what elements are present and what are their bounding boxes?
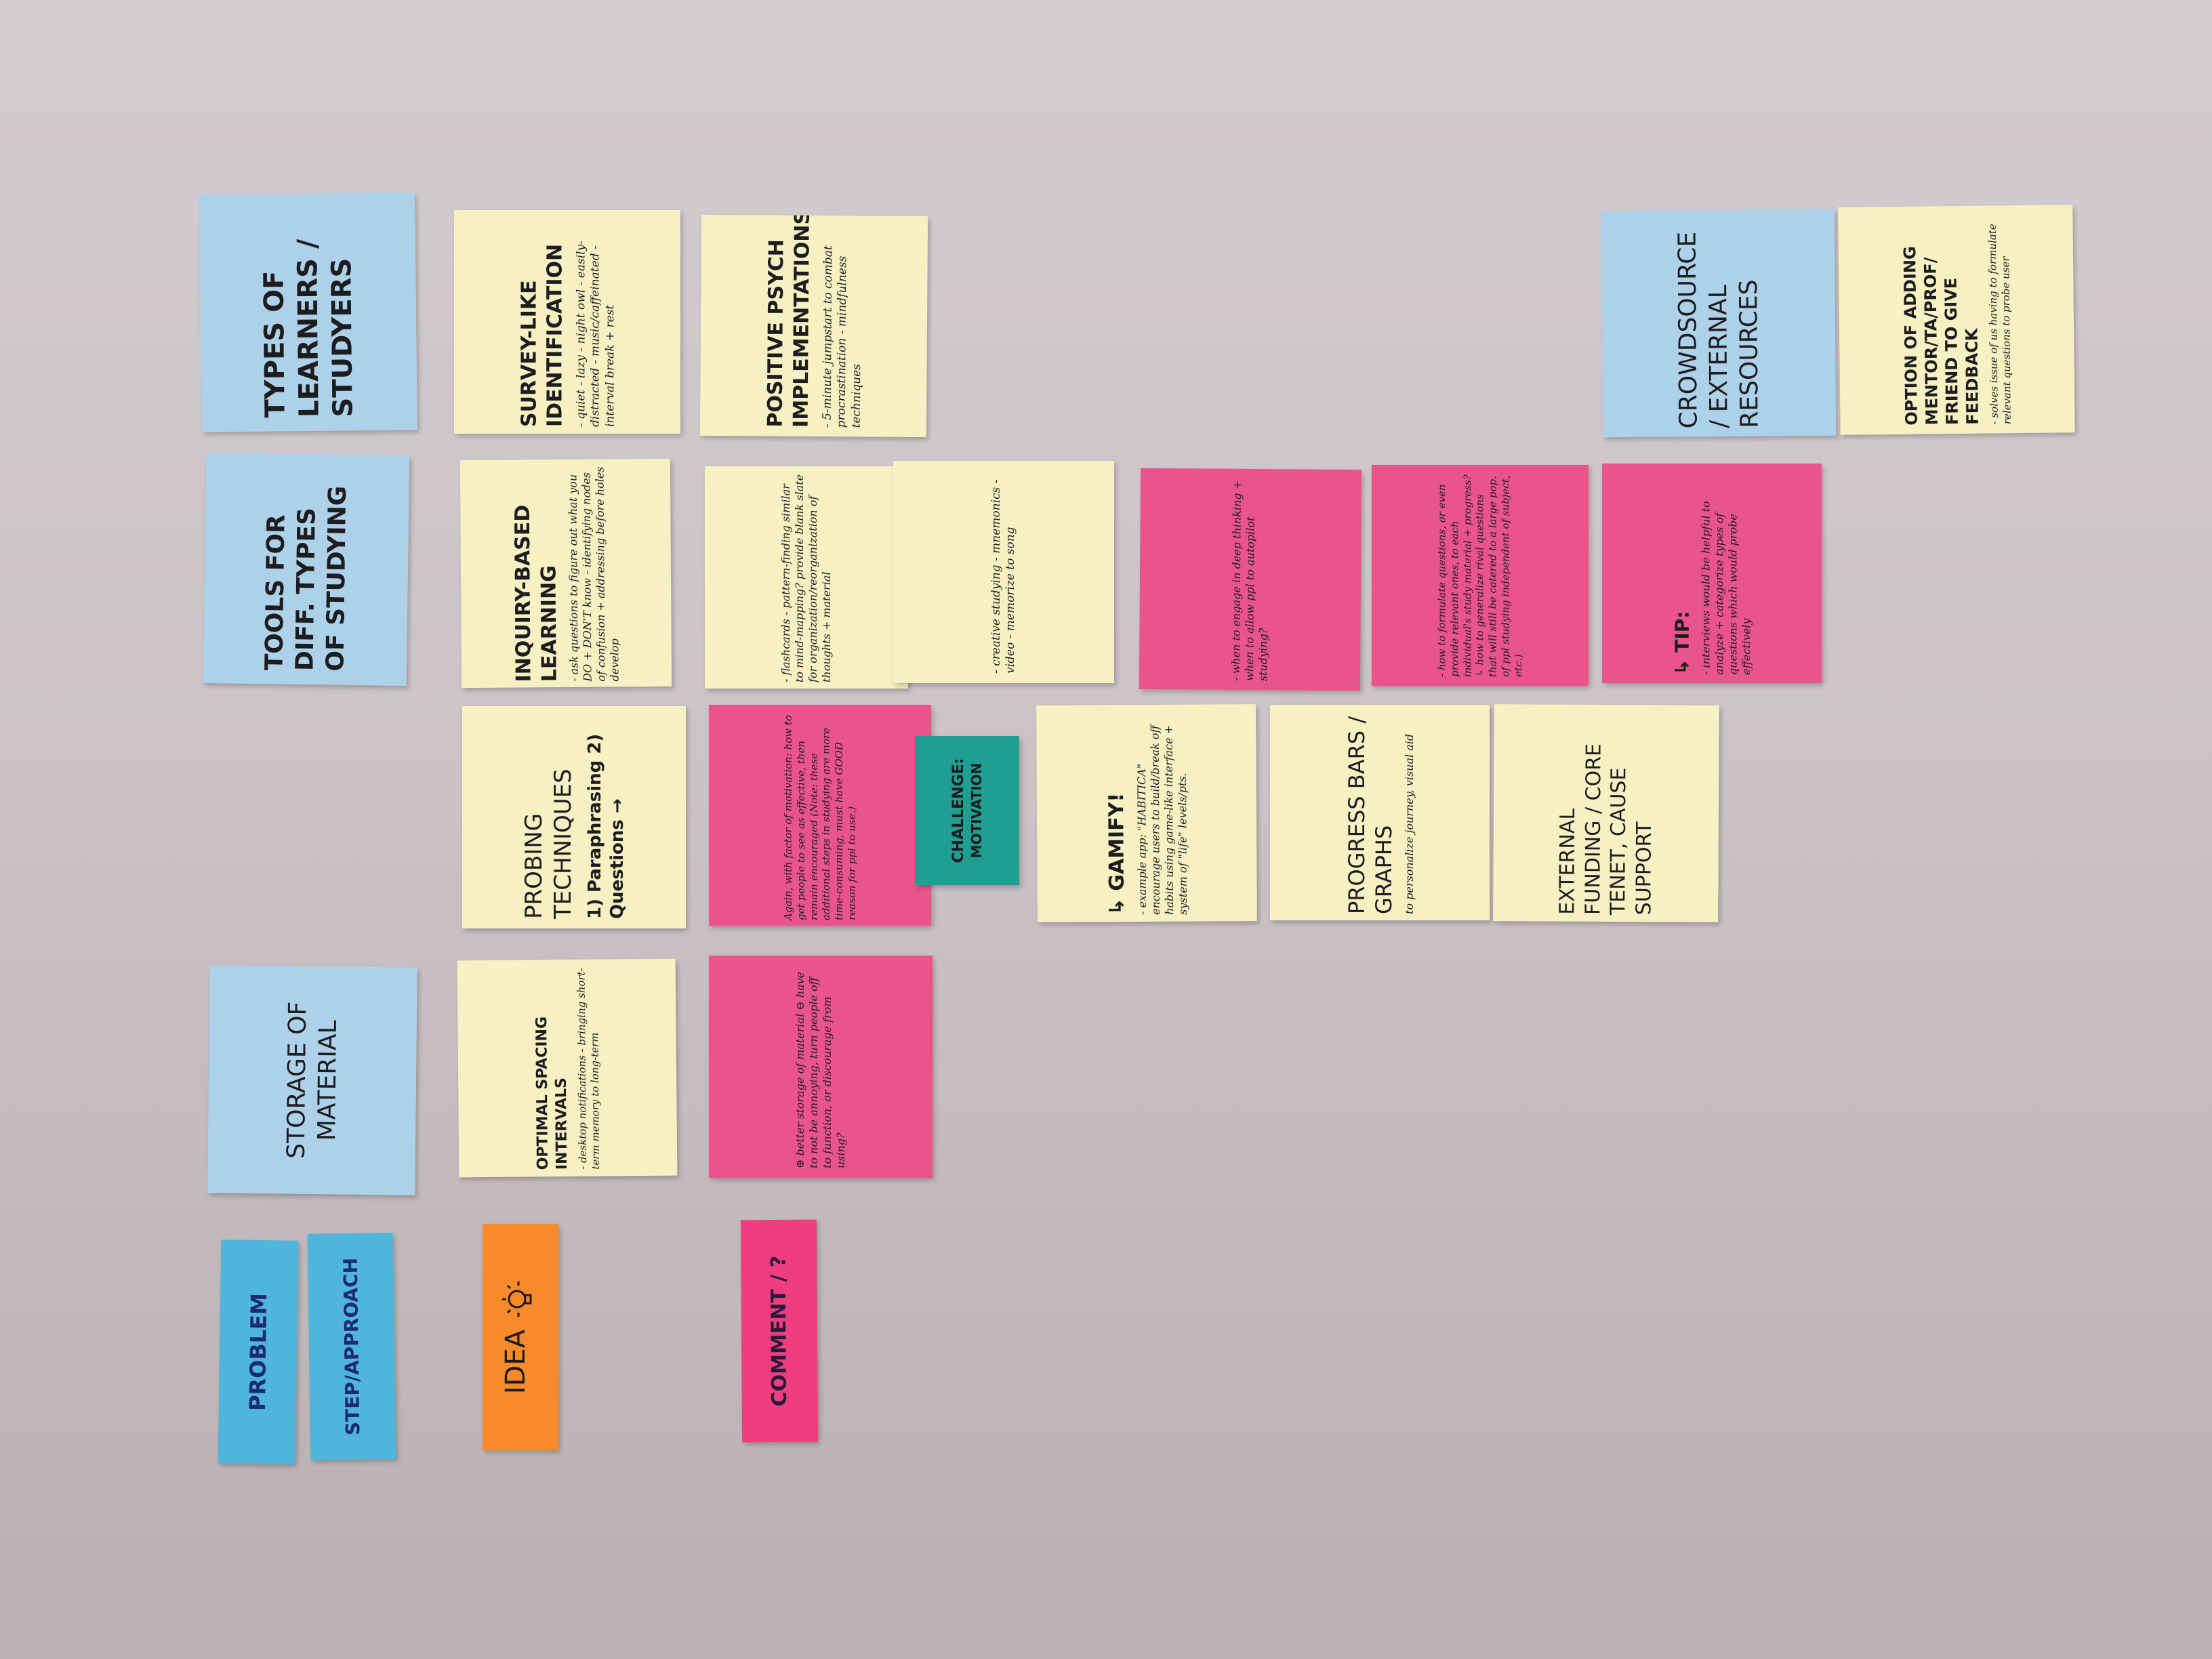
note-body: MOTIVATION xyxy=(968,762,985,859)
note-title: ↳ GAMIFY! xyxy=(1105,792,1130,916)
note-tip: ↳ TIP: - interviews would be helpful to … xyxy=(1602,464,1822,683)
note-text: CROWDSOURCE / EXTERNAL RESOURCES xyxy=(1673,231,1764,429)
note-external-funding: EXTERNAL FUNDING / CORE TENET, CAUSE SUP… xyxy=(1493,704,1719,922)
note-title: INQUIRY-BASED LEARNING xyxy=(510,504,562,682)
note-title: ↳ TIP: xyxy=(1671,611,1694,675)
note-challenge-motivation: CHALLENGE: MOTIVATION xyxy=(915,736,1019,885)
note-body: Again, with factor of motivation: how to… xyxy=(781,715,858,920)
note-tools-for-studying: TOOLS FOR DIFF. TYPES OF STUDYING xyxy=(203,452,410,687)
note-motivation-comment: Again, with factor of motivation: how to… xyxy=(709,705,931,926)
note-storage-of-material: STORAGE OF MATERIAL xyxy=(207,965,417,1195)
note-text: TOOLS FOR DIFF. TYPES OF STUDYING xyxy=(260,485,352,672)
note-formulate-questions: - how to formulate questions, or even pr… xyxy=(1372,465,1589,686)
note-body: - quiet - lazy - night owl - easily-dist… xyxy=(574,241,617,427)
note-survey-identification: SURVEY-LIKE IDENTIFICATION - quiet - laz… xyxy=(454,210,680,434)
note-positive-psych: POSITIVE PSYCH IMPLEMENTATIONS - 5-minut… xyxy=(699,214,928,438)
note-title: OPTIMAL SPACING INTERVALS xyxy=(533,1016,571,1170)
note-body: 1) Paraphrasing 2) Questions → xyxy=(585,733,628,919)
legend-label: COMMENT / ? xyxy=(766,1255,792,1407)
note-body: - interviews would be helpful to analyze… xyxy=(1699,501,1753,675)
legend-label: STEP/APPROACH xyxy=(339,1257,365,1436)
note-crowdsource: CROWDSOURCE / EXTERNAL RESOURCES xyxy=(1601,209,1837,438)
note-title: OPTION OF ADDING MENTOR/TA/PROF/ FRIEND … xyxy=(1900,246,1982,426)
legend-problem: PROBLEM xyxy=(218,1240,299,1465)
note-optimal-spacing: OPTIMAL SPACING INTERVALS - desktop noti… xyxy=(457,958,678,1178)
note-title: EXTERNAL FUNDING / CORE TENET, CAUSE SUP… xyxy=(1555,743,1656,916)
legend-comment: COMMENT / ? xyxy=(740,1219,819,1443)
note-title: PROBING TECHNIQUES xyxy=(520,769,577,919)
note-body: - solves issue of us having to formulate… xyxy=(1986,224,2013,425)
legend-label: IDEA xyxy=(500,1329,531,1395)
legend-step-approach: STEP/APPROACH xyxy=(307,1233,396,1460)
note-creative-studying: - creative studying - mnemonics - video … xyxy=(893,461,1114,683)
note-body: - ask questions to figure out what you D… xyxy=(566,466,621,682)
note-inquiry-learning: INQUIRY-BASED LEARNING - ask questions t… xyxy=(459,458,672,689)
note-body: - 5-minute jumpstart to combat procrasti… xyxy=(820,245,863,428)
note-text: TYPES OF LEARNERS / STUDYERS xyxy=(258,239,359,418)
note-text: STORAGE OF MATERIAL xyxy=(282,1001,342,1159)
note-body: - when to engage in deep thinking + when… xyxy=(1229,480,1270,682)
note-body: ⊕ better storage of material ⊖ have to n… xyxy=(794,971,847,1168)
note-title: CHALLENGE: xyxy=(949,758,967,863)
legend-idea: IDEA xyxy=(483,1224,558,1450)
note-probing-techniques: PROBING TECHNIQUES 1) Paraphrasing 2) Qu… xyxy=(462,706,686,928)
note-mentor-feedback: OPTION OF ADDING MENTOR/TA/PROF/ FRIEND … xyxy=(1838,205,2075,435)
legend-label: PROBLEM xyxy=(244,1292,272,1412)
note-body: - how to formulate questions, or even pr… xyxy=(1435,474,1524,677)
note-body: - example app: "HABITICA" encourage user… xyxy=(1134,724,1189,916)
note-flashcards: - flashcards - pattern-finding similar t… xyxy=(705,466,908,689)
note-storage-comment: ⊕ better storage of material ⊖ have to n… xyxy=(709,956,933,1178)
note-body: - flashcards - pattern-finding similar t… xyxy=(779,474,833,682)
note-body: - creative studying - mnemonics - video … xyxy=(989,479,1017,674)
lightbulb-icon xyxy=(501,1280,542,1318)
note-body: to personalize journey, visual aid xyxy=(1403,733,1416,914)
note-title: PROGRESS BARS / GRAPHS xyxy=(1344,716,1397,914)
note-types-of-learners: TYPES OF LEARNERS / STUDYERS xyxy=(199,192,417,432)
note-body: - desktop notifications - bringing short… xyxy=(575,968,602,1170)
note-deep-thinking: - when to engage in deep thinking + when… xyxy=(1139,468,1362,691)
note-title: POSITIVE PSYCH IMPLEMENTATIONS xyxy=(763,214,815,428)
note-gamify: ↳ GAMIFY! - example app: "HABITICA" enco… xyxy=(1036,704,1257,922)
note-title: SURVEY-LIKE IDENTIFICATION xyxy=(517,243,567,427)
note-progress-bars: PROGRESS BARS / GRAPHS to personalize jo… xyxy=(1270,705,1490,920)
